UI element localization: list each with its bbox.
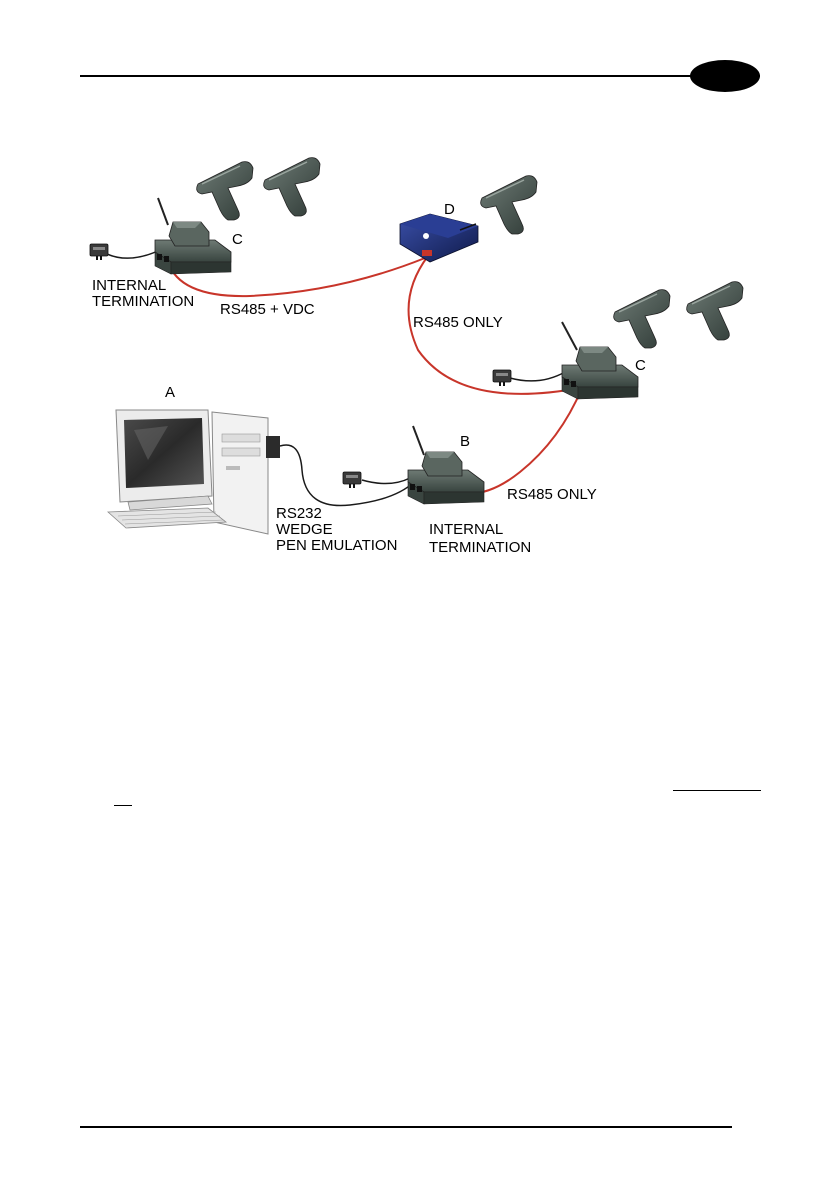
node-label-b: B	[460, 434, 470, 450]
converter-box-icon	[400, 214, 478, 262]
power-cable-right	[510, 372, 565, 381]
scanner-icon	[264, 158, 320, 216]
power-adapter-icon	[493, 370, 511, 386]
node-label-a: A	[165, 385, 175, 401]
underline-mark-1	[673, 790, 761, 791]
node-label-c-top: C	[232, 232, 243, 248]
rs232-label-line3: PEN EMULATION	[276, 538, 397, 554]
power-cable-bottom	[362, 478, 410, 484]
internal-termination-bottom-line2: TERMINATION	[429, 540, 531, 556]
underline-mark-2	[114, 805, 132, 806]
node-label-d: D	[444, 202, 455, 218]
cradle-icon	[408, 452, 484, 504]
scanner-icon	[614, 290, 670, 348]
power-adapter-icon	[343, 472, 361, 488]
power-adapter-icon	[90, 244, 108, 260]
internal-termination-top-line2: TERMINATION	[92, 294, 194, 310]
computer-icon	[108, 410, 280, 534]
scanner-icon	[197, 162, 253, 220]
rs232-label-line1: RS232	[276, 506, 322, 522]
internal-termination-bottom-line1: INTERNAL	[429, 522, 503, 538]
rs485-only-label-2: RS485 ONLY	[507, 487, 597, 503]
node-label-c-right: C	[635, 358, 646, 374]
scanner-icon	[481, 176, 537, 234]
internal-termination-top-line1: INTERNAL	[92, 278, 166, 294]
footer-rule	[80, 1126, 732, 1128]
cradle-icon	[155, 222, 231, 274]
rs232-label-line2: WEDGE	[276, 522, 333, 538]
scanner-icon	[687, 282, 743, 340]
power-cable-top	[107, 250, 160, 258]
rs485-vdc-label: RS485 + VDC	[220, 302, 315, 318]
rs485-only-label-1: RS485 ONLY	[413, 315, 503, 331]
cradle-icon	[562, 347, 638, 399]
